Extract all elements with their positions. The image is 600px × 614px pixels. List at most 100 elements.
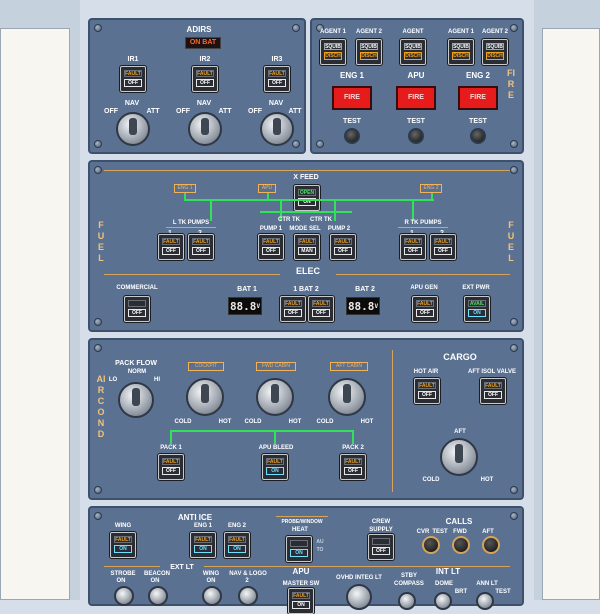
cvr-test-button[interactable] — [422, 536, 440, 554]
commercial-label: COMMERCIAL — [116, 285, 158, 291]
bat1-label: BAT 1 — [237, 286, 257, 293]
ir1-mode-selector-knob[interactable] — [116, 112, 150, 146]
aft-cabin-hot-label: HOT — [360, 419, 374, 425]
cargo-aft-temp-knob[interactable] — [440, 438, 478, 476]
apu-feed-indicator: APU — [258, 184, 276, 193]
bat2-voltage-value: 88.8 — [347, 300, 375, 313]
fault-light: FAULT — [312, 300, 330, 307]
bat2-label: BAT 2 — [355, 286, 375, 293]
dome-light-switch[interactable] — [434, 592, 452, 610]
knob3-off-label: OFF — [248, 108, 262, 115]
stby-compass-switch[interactable] — [398, 592, 416, 610]
dome-label: DOME — [435, 581, 453, 587]
fault-light: FAULT — [266, 458, 284, 465]
fwd-cabin-hot-label: HOT — [288, 419, 302, 425]
panel-screw — [510, 318, 518, 326]
cockpit-hot-label: HOT — [218, 419, 232, 425]
on-bat-light: ON BAT — [185, 37, 221, 49]
apu-fire-test-button[interactable] — [408, 128, 424, 144]
bat2-voltage-display: 88.8V — [346, 297, 380, 315]
eng2-fire-test-button[interactable] — [470, 128, 486, 144]
ann-lt-switch[interactable] — [476, 592, 494, 610]
apu-fire-pushbutton[interactable]: FIRE — [396, 86, 436, 110]
eng1-fire-test-button[interactable] — [344, 128, 360, 144]
apu-test-label: TEST — [407, 118, 425, 125]
strobe-switch[interactable] — [114, 586, 134, 606]
commercial-button[interactable]: OFF — [124, 296, 150, 322]
off-light: OFF — [312, 309, 330, 317]
fwd-cabin-temp-knob[interactable] — [256, 378, 294, 416]
fault-light: FAULT — [268, 70, 286, 77]
nav-logo-switch[interactable] — [238, 586, 258, 606]
cockpit-temp-knob[interactable] — [186, 378, 224, 416]
crew-supply-button[interactable]: OFF — [368, 534, 394, 560]
hot-air-label: HOT AIR — [413, 369, 439, 375]
ann-lt-label: ANN LT — [476, 581, 498, 587]
cargo-title: CARGO — [443, 352, 477, 362]
ir3-mode-selector-knob[interactable] — [260, 112, 294, 146]
aft-isol-valve-label: AFT ISOL VALVE — [468, 369, 517, 375]
fire-panel: AGENT 1 AGENT 2 AGENT AGENT 1 AGENT 2 SQ… — [310, 18, 524, 154]
avail-light: AVAIL — [468, 300, 486, 307]
fuel-flow-line — [260, 211, 352, 213]
bat2-button[interactable]: FAULT OFF — [308, 296, 334, 322]
fault-light: FAULT — [404, 238, 422, 245]
beacon-switch[interactable] — [148, 586, 168, 606]
aft-cabin-temp-knob[interactable] — [328, 378, 366, 416]
ir1-label: IR1 — [127, 56, 139, 63]
eng1-fire-pushbutton[interactable]: FIRE — [332, 86, 372, 110]
pack-flow-selector-knob[interactable] — [118, 382, 154, 418]
blank-light — [372, 538, 390, 545]
call-aft-button[interactable] — [482, 536, 500, 554]
calls-title: CALLS — [445, 517, 473, 526]
off-light: OFF — [418, 391, 436, 399]
wing-lt-on-label: ON — [206, 578, 216, 584]
probe-window-heat-button[interactable]: ON — [286, 536, 312, 562]
eng1-fire-label: ENG 1 — [339, 71, 364, 80]
fault-light: FAULT — [196, 70, 214, 77]
ovhd-integ-lt-knob[interactable] — [346, 584, 372, 610]
call-fwd-button[interactable] — [452, 536, 470, 554]
r-tk-pumps-bracket — [398, 227, 448, 228]
ir2-mode-selector-knob[interactable] — [188, 112, 222, 146]
ovhd-integ-lt-label: OVHD INTEG LT — [336, 575, 382, 581]
knob3-att-label: ATT — [288, 108, 302, 115]
probe-window-label: PROBE/WINDOW — [281, 519, 323, 525]
bleed-flow-line — [170, 430, 172, 444]
wing-light-switch[interactable] — [202, 586, 222, 606]
cvr-test-label: TEST — [432, 529, 448, 535]
agent-label: AGENT 1 — [447, 29, 474, 35]
eng2-fire-pushbutton[interactable]: FIRE — [458, 86, 498, 110]
off-light: OFF — [192, 247, 210, 255]
